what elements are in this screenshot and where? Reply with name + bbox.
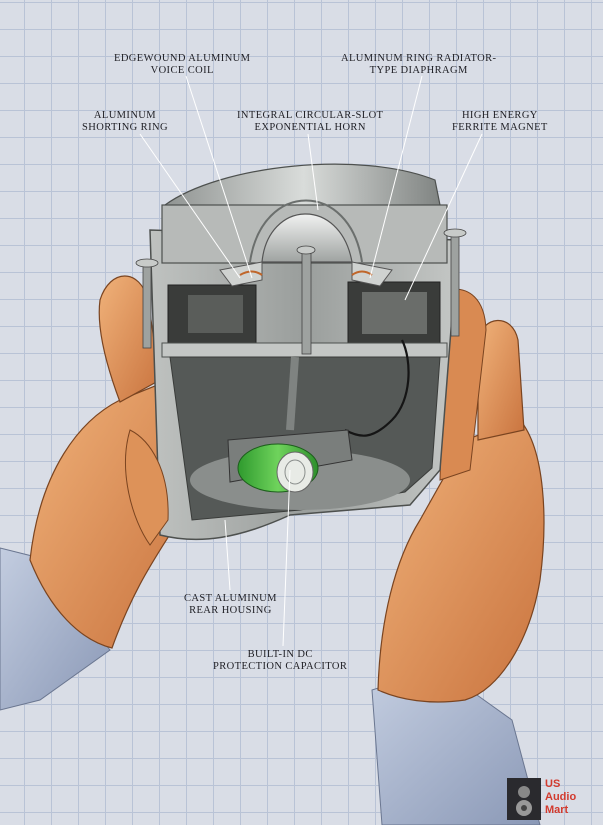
label-capacitor: BUILT-IN DC PROTECTION CAPACITOR: [213, 649, 348, 672]
label-diaphragm: ALUMINUM RING RADIATOR- TYPE DIAPHRAGM: [341, 53, 497, 76]
label-magnet: HIGH ENERGY FERRITE MAGNET: [452, 110, 548, 133]
screw-center: [296, 245, 316, 355]
label-housing: CAST ALUMINUM REAR HOUSING: [184, 593, 277, 616]
leader-lines: [139, 75, 483, 647]
speaker-logo-icon: [507, 778, 541, 820]
usaudiomart-watermark: US Audio Mart: [507, 776, 599, 822]
label-shorting-ring: ALUMINUM SHORTING RING: [82, 110, 168, 133]
right-hand-palm: [377, 419, 545, 703]
watermark-text: US Audio Mart: [545, 778, 577, 816]
screw-right: [443, 228, 467, 337]
label-horn: INTEGRAL CIRCULAR-SLOT EXPONENTIAL HORN: [237, 110, 384, 133]
label-voice-coil: EDGEWOUND ALUMINUM VOICE COIL: [114, 53, 251, 76]
left-fingers-front: [125, 429, 169, 546]
screw-left: [135, 258, 159, 349]
horn-dome: [261, 213, 353, 263]
